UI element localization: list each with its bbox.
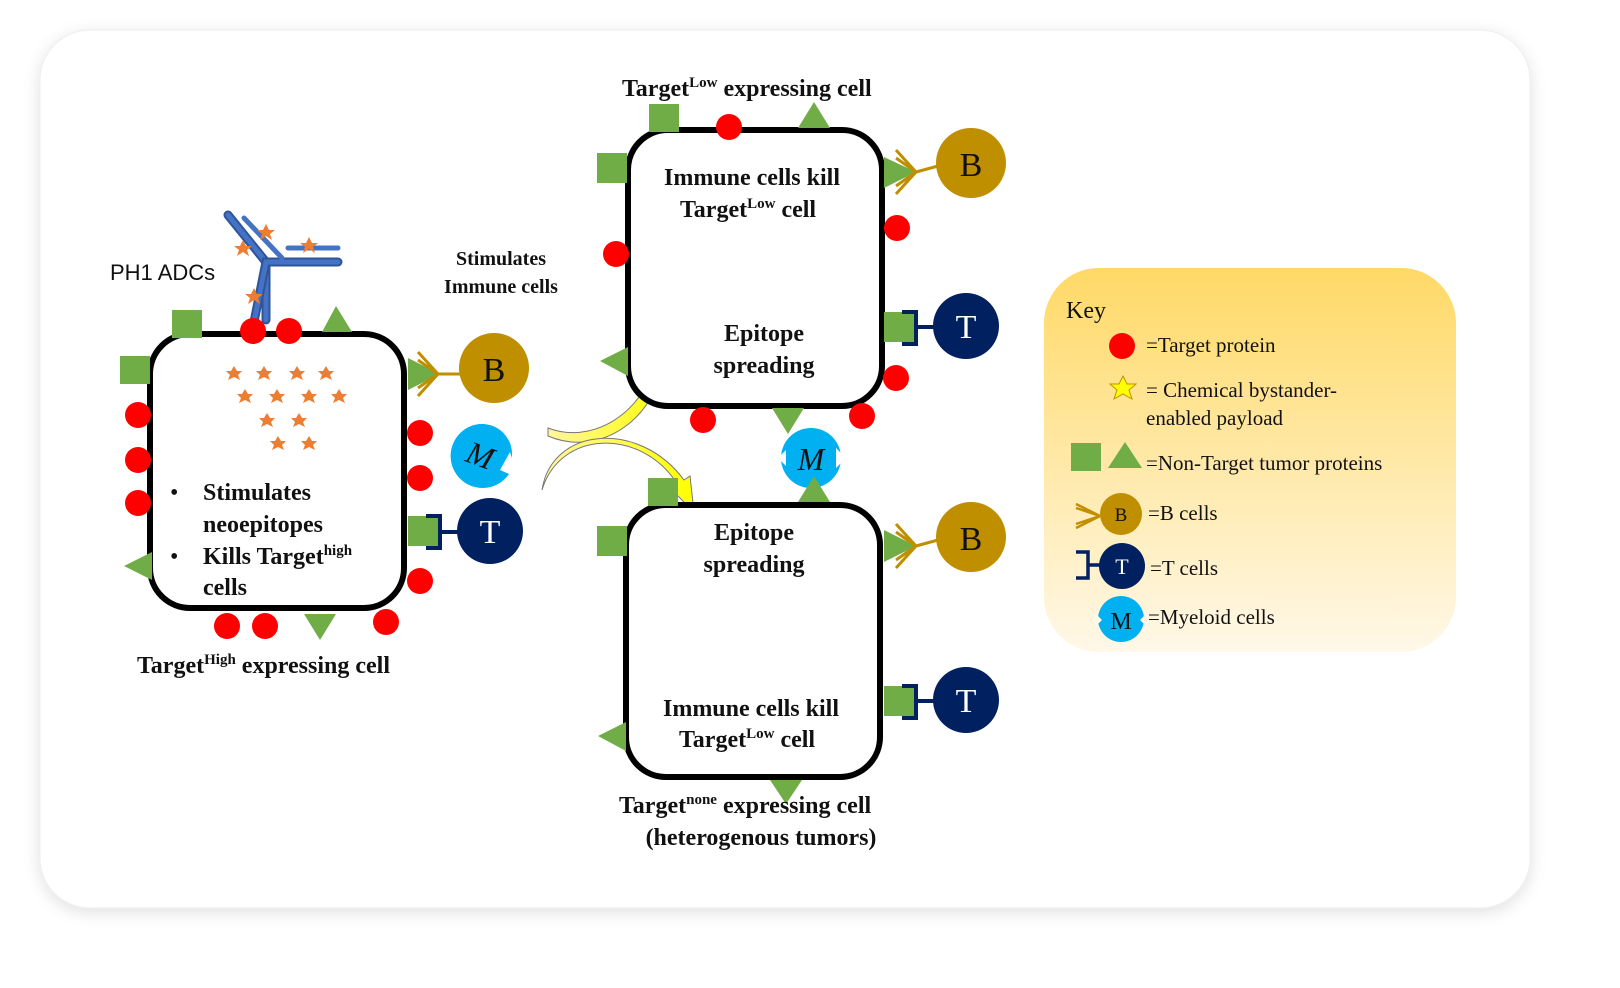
non-target-square [884, 312, 914, 342]
non-target-triangle [322, 306, 352, 332]
cell-high-caption: TargetHigh expressing cell [137, 652, 390, 679]
svg-text:M: M [797, 441, 827, 477]
payload-stars-on-antibody [234, 224, 318, 304]
svg-text:M: M [1110, 609, 1131, 635]
non-target-triangle [600, 347, 628, 376]
cell-none-caption-line2: (heterogenous tumors) [646, 825, 877, 851]
key-t-cell-icon: T [1076, 543, 1145, 589]
myeloid-cell-icon: M [778, 428, 846, 488]
non-target-triangle [798, 476, 830, 502]
non-target-square [649, 104, 679, 132]
svg-text:T: T [956, 309, 977, 346]
non-target-triangle [304, 614, 336, 640]
payload-stars-inside [226, 366, 347, 450]
key-myeloid-cell-icon: M [1094, 596, 1148, 642]
key-title: Key [1066, 298, 1106, 324]
cell-low-kill-line2: TargetLow cell [680, 196, 816, 223]
cell-low-caption: TargetLow expressing cell [622, 75, 872, 102]
cell-target-none [623, 502, 883, 780]
immune-cells-label: Immune cells [444, 276, 558, 298]
non-target-triangle [124, 552, 152, 580]
cell-low-epitope-line1: Epitope [724, 321, 804, 347]
cell-high-bullet2-line2: cells [203, 575, 247, 601]
key-panel [1044, 268, 1456, 652]
key-b-cell-icon: B [1075, 493, 1142, 535]
bullet-dot: • [170, 544, 178, 570]
non-target-triangle [772, 408, 804, 434]
target-proteins-low [603, 114, 910, 433]
adc-label: PH1 ADCs [110, 260, 215, 285]
target-proteins-high [125, 318, 433, 639]
cell-none-kill-line2: TargetLow cell [679, 726, 815, 753]
non-target-square [172, 310, 202, 338]
stimulates-label: Stimulates [456, 248, 546, 270]
non-target-triangle [798, 102, 830, 128]
cell-none-epitope-line1: Epitope [714, 520, 794, 546]
non-target-square [884, 686, 914, 716]
arrow-to-none-cell [541, 437, 695, 514]
non-target-square [597, 526, 627, 556]
t-cell-icon: T [902, 293, 999, 359]
b-cell-icon: B [894, 502, 1006, 572]
svg-text:B: B [483, 352, 506, 389]
key-payload-label-line1: = Chemical bystander- [1146, 378, 1337, 402]
svg-text:T: T [480, 514, 501, 551]
svg-text:B: B [1115, 505, 1128, 526]
non-target-triangle [770, 780, 802, 804]
non-target-triangle [408, 358, 440, 390]
b-cell-icon: B [416, 333, 529, 403]
t-cell-icon: T [902, 667, 999, 733]
key-payload-label-line2: enabled payload [1146, 406, 1284, 430]
key-non-target-label: =Non-Target tumor proteins [1146, 451, 1382, 475]
cell-high-bullet2-line1: Kills Targethigh [203, 543, 353, 570]
svg-text:B: B [960, 521, 983, 558]
key-target-protein-icon [1109, 333, 1135, 359]
b-cell-icon: B [894, 128, 1006, 198]
bullet-dot: • [170, 480, 178, 506]
cell-target-low [625, 127, 885, 409]
key-t-cells-label: =T cells [1150, 556, 1218, 580]
non-target-square [408, 516, 438, 546]
non-target-square [648, 478, 678, 506]
t-cell-icon: T [426, 498, 523, 564]
svg-text:T: T [956, 683, 977, 720]
cell-none-epitope-line2: spreading [704, 552, 805, 578]
key-non-target-triangle-icon [1108, 442, 1142, 468]
non-target-triangle [884, 530, 916, 562]
non-target-square [120, 356, 150, 384]
key-payload-star-icon [1108, 374, 1138, 401]
cell-low-kill-line1: Immune cells kill [664, 165, 840, 191]
svg-text:T: T [1115, 554, 1129, 579]
non-target-square [597, 153, 627, 183]
non-target-triangle [884, 157, 916, 188]
cell-none-caption-line1: Targetnone expressing cell [619, 792, 871, 819]
cell-low-epitope-line2: spreading [714, 353, 815, 379]
key-b-cells-label: =B cells [1148, 501, 1218, 525]
svg-text:B: B [960, 147, 983, 184]
myeloid-cell-icon: M [450, 423, 518, 488]
key-target-protein-label: =Target protein [1146, 333, 1276, 357]
key-myeloid-label: =Myeloid cells [1148, 605, 1275, 629]
cell-high-bullet1-line1: Stimulates [203, 480, 311, 506]
cell-none-kill-line1: Immune cells kill [663, 696, 839, 722]
cell-high-bullet1-line2: neoepitopes [203, 512, 323, 538]
non-target-triangle [598, 722, 626, 751]
key-non-target-square-icon [1071, 443, 1101, 471]
